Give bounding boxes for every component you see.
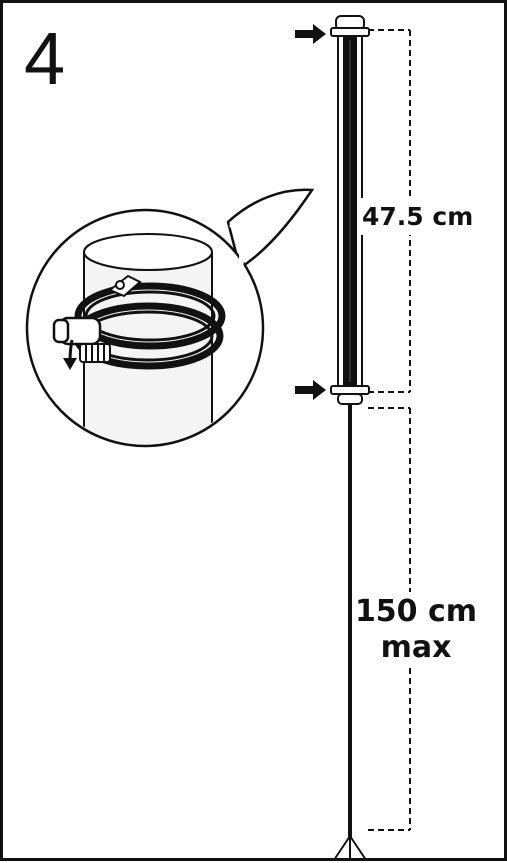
antenna-tube-icon — [330, 15, 370, 405]
pole-detail — [83, 233, 213, 444]
step-number: 4 — [24, 17, 66, 100]
dimension-label-lower: 150 cm max — [352, 592, 480, 668]
dimension-label-upper: 47.5 cm — [360, 198, 476, 235]
arrow-right-icon — [295, 24, 326, 44]
clamp-detail-callout — [25, 188, 315, 448]
hose-clamp-icon — [52, 274, 226, 370]
cable-icon — [333, 404, 367, 861]
dimension-label-lower-value: 150 cm — [354, 594, 478, 629]
arrow-right-icon — [295, 380, 326, 400]
dimension-label-lower-qualifier: max — [380, 630, 452, 665]
rotate-arrow-icon — [63, 339, 77, 370]
